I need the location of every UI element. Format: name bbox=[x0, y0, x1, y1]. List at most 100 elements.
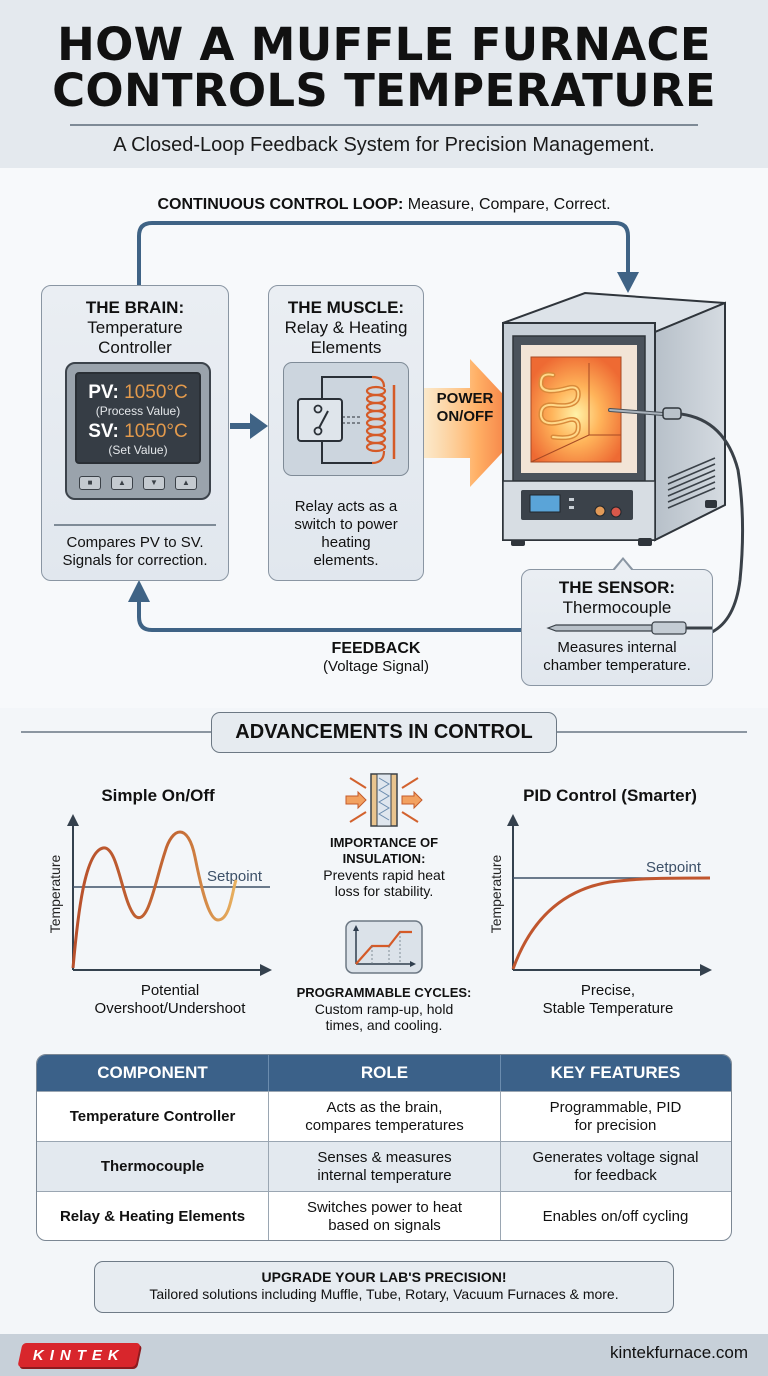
promo-text: Tailored solutions including Muffle, Tub… bbox=[149, 1286, 619, 1302]
table-header-row: COMPONENT ROLE KEY FEATURES bbox=[37, 1055, 731, 1091]
power-on-off-label: POWER ON/OFF bbox=[428, 390, 502, 426]
muscle-subtitle-1: Relay & Heating bbox=[284, 318, 408, 337]
advancements-rule-left bbox=[21, 731, 211, 733]
pv-readout: PV: 1050°C bbox=[77, 382, 199, 404]
pv-value: 1050°C bbox=[124, 382, 188, 403]
role-line-2: compares temperatures bbox=[305, 1116, 464, 1134]
logo-text: KINTEK bbox=[33, 1346, 125, 1364]
sv-readout: SV: 1050°C bbox=[77, 421, 199, 443]
cycles-title: PROGRAMMABLE CYCLES: bbox=[296, 985, 472, 1000]
sensor-desc-1: Measures internal bbox=[557, 639, 677, 656]
sv-value: 1050°C bbox=[124, 421, 188, 442]
onoff-chart-caption: Potential Overshoot/Undershoot bbox=[70, 982, 270, 1018]
feedback-label: FEEDBACK (Voltage Signal) bbox=[316, 640, 436, 675]
title-divider bbox=[70, 124, 698, 126]
brain-to-muscle-arrow bbox=[230, 413, 268, 439]
programmable-cycle-icon bbox=[345, 920, 423, 974]
muscle-title: THE MUSCLE: bbox=[287, 298, 405, 317]
sensor-title: THE SENSOR: bbox=[558, 578, 676, 597]
feature-line-1: Programmable, PID bbox=[549, 1098, 682, 1116]
sv-label: SV: bbox=[88, 421, 119, 442]
role-line-2: based on signals bbox=[328, 1216, 441, 1234]
controller-buttons: ■ ▲ ▼ ▲ bbox=[79, 476, 197, 490]
feature-line-2: for precision bbox=[574, 1116, 657, 1134]
advancements-rule-right bbox=[557, 731, 747, 733]
website-link[interactable]: kintekfurnace.com bbox=[610, 1343, 748, 1362]
pid-chart-title: PID Control (Smarter) bbox=[523, 786, 697, 805]
cycles-desc-1: Custom ramp-up, hold bbox=[314, 1001, 454, 1017]
muscle-desc-2: switch to power bbox=[294, 516, 398, 533]
brain-desc-2: Signals for correction. bbox=[62, 552, 208, 569]
insulation-title-1: IMPORTANCE OF bbox=[329, 835, 439, 850]
advancements-badge: ADVANCEMENTS IN CONTROL bbox=[211, 712, 557, 753]
controller-up-button[interactable]: ▲ bbox=[111, 476, 133, 490]
insulation-text: IMPORTANCE OF INSULATION: Prevents rapid… bbox=[290, 835, 478, 899]
pid-caption-2: Stable Temperature bbox=[542, 1000, 674, 1017]
insulation-title-2: INSULATION: bbox=[342, 851, 426, 866]
feature-line-1: Enables on/off cycling bbox=[542, 1207, 689, 1225]
role-line-1: Switches power to heat bbox=[306, 1198, 463, 1216]
page-title: HOW A MUFFLE FURNACE CONTROLS TEMPERATUR… bbox=[0, 22, 768, 114]
header-key-features: KEY FEATURES bbox=[550, 1063, 681, 1082]
controller-up-button-2[interactable]: ▲ bbox=[175, 476, 197, 490]
feedback-title: FEEDBACK bbox=[331, 640, 421, 657]
insulation-desc-1: Prevents rapid heat bbox=[323, 867, 445, 883]
feature-line-1: Generates voltage signal bbox=[532, 1148, 699, 1166]
muffle-furnace-illustration bbox=[502, 291, 745, 634]
loop-label-rest: Measure, Compare, Correct. bbox=[403, 196, 611, 213]
cycles-desc-2: times, and cooling. bbox=[325, 1017, 443, 1033]
muscle-desc-1: Relay acts as a bbox=[294, 498, 398, 515]
brain-title: THE BRAIN: bbox=[85, 298, 185, 317]
temperature-controller-display: PV: 1050°C (Process Value) SV: 1050°C (S… bbox=[65, 362, 211, 500]
promo-headline: UPGRADE YOUR LAB'S PRECISION! bbox=[261, 1269, 507, 1285]
muscle-card: THE MUSCLE: Relay & Heating Elements bbox=[268, 285, 424, 581]
pid-chart: Setpoint bbox=[507, 814, 712, 976]
header-component: COMPONENT bbox=[37, 1055, 269, 1091]
sensor-desc-2: chamber temperature. bbox=[543, 657, 691, 674]
controller-menu-button[interactable]: ■ bbox=[79, 476, 101, 490]
loop-diagram-graphics bbox=[128, 221, 745, 634]
svg-text:Setpoint: Setpoint bbox=[207, 868, 263, 885]
header-role: ROLE bbox=[269, 1055, 501, 1091]
kintek-logo[interactable]: KINTEK bbox=[17, 1343, 141, 1367]
components-table: COMPONENT ROLE KEY FEATURES Temperature … bbox=[36, 1054, 732, 1241]
feedback-arrow bbox=[128, 580, 521, 632]
row-component: Temperature Controller bbox=[37, 1092, 269, 1141]
role-line-1: Senses & measures bbox=[317, 1148, 452, 1166]
table-row: Temperature Controller Acts as the brain… bbox=[37, 1091, 731, 1141]
controller-down-button[interactable]: ▼ bbox=[143, 476, 165, 490]
row-role: Acts as the brain,compares temperatures bbox=[269, 1092, 501, 1141]
power-arrow bbox=[412, 359, 530, 487]
table-row: Relay & Heating Elements Switches power … bbox=[37, 1191, 731, 1240]
onoff-chart-title: Simple On/Off bbox=[101, 786, 215, 805]
sv-caption: (Set Value) bbox=[108, 443, 168, 457]
thermocouple-probe-icon bbox=[546, 621, 712, 635]
muscle-desc-3: heating bbox=[321, 534, 371, 551]
svg-text:Setpoint: Setpoint bbox=[646, 859, 702, 876]
title-line-1: HOW A MUFFLE FURNACE bbox=[57, 18, 711, 71]
row-features: Enables on/off cycling bbox=[501, 1192, 730, 1240]
onoff-caption-2: Overshoot/Undershoot bbox=[94, 1000, 246, 1017]
feature-line-2: for feedback bbox=[574, 1166, 657, 1184]
brain-desc-1: Compares PV to SV. bbox=[66, 534, 204, 551]
muscle-subtitle-2: Elements bbox=[310, 338, 382, 357]
footer: KINTEK kintekfurnace.com bbox=[0, 1334, 768, 1376]
onoff-chart: Setpoint bbox=[67, 814, 272, 976]
pv-caption: (Process Value) bbox=[95, 404, 181, 418]
controller-screen: PV: 1050°C (Process Value) SV: 1050°C (S… bbox=[75, 372, 201, 464]
power-label-line-2: ON/OFF bbox=[436, 408, 494, 425]
insulation-icon bbox=[345, 773, 423, 827]
role-line-2: internal temperature bbox=[317, 1166, 452, 1184]
sensor-subtitle: Thermocouple bbox=[562, 598, 672, 617]
insulation-desc-2: loss for stability. bbox=[334, 883, 434, 899]
sensor-card: THE SENSOR: Thermocouple Measures intern… bbox=[521, 569, 713, 686]
row-component: Thermocouple bbox=[37, 1142, 269, 1191]
promo-banner[interactable]: UPGRADE YOUR LAB'S PRECISION! Tailored s… bbox=[94, 1261, 674, 1313]
brain-subtitle-1: Temperature bbox=[87, 318, 183, 337]
top-loop-arrow bbox=[137, 221, 639, 293]
row-component: Relay & Heating Elements bbox=[37, 1192, 269, 1240]
